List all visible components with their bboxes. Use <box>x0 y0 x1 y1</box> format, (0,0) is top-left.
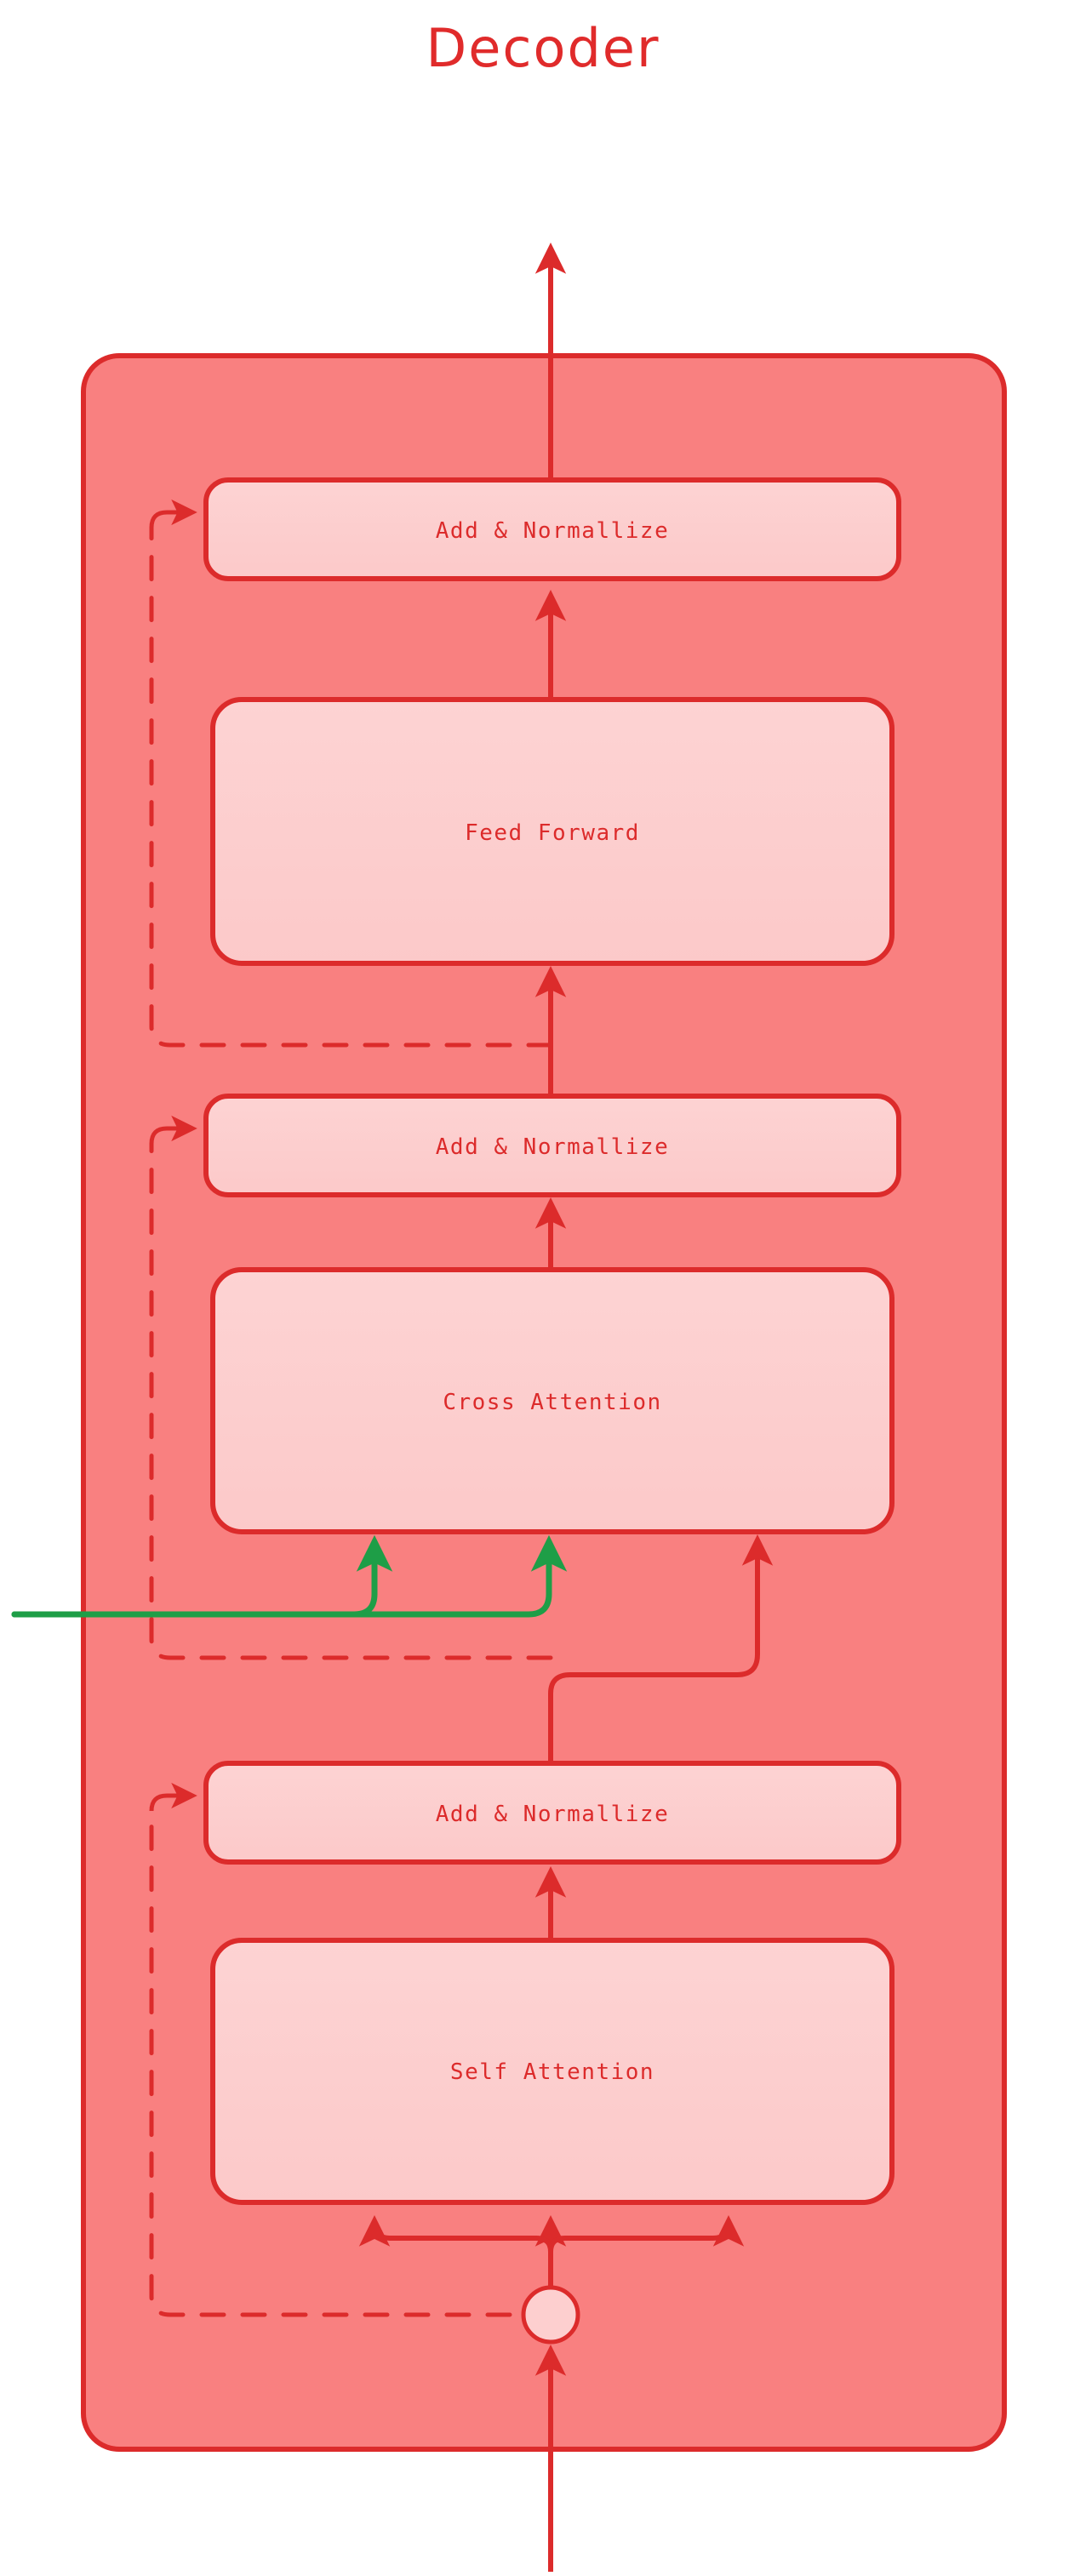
residual-self-attention <box>149 1782 553 2317</box>
add-norm-middle-block[interactable]: Add & Normallize <box>203 1094 901 1197</box>
self-attention-qkv-arrows <box>358 2215 745 2289</box>
cross-attention-block[interactable]: Cross Attention <box>210 1267 895 1534</box>
page-title: Decoder <box>426 17 660 79</box>
encoder-output-arrows <box>11 1534 568 1618</box>
feed-forward-label: Feed Forward <box>465 820 640 846</box>
add-norm-top-block[interactable]: Add & Normallize <box>203 477 901 581</box>
positional-encoding-node[interactable] <box>521 2285 580 2345</box>
cross-attention-query-arrow <box>548 1534 774 1763</box>
positional-encoding-circle[interactable] <box>521 2285 580 2345</box>
add-norm-middle-label: Add & Normallize <box>436 1134 669 1160</box>
feed-forward-block[interactable]: Feed Forward <box>210 697 895 966</box>
encoder-value-arrow <box>11 1534 568 1618</box>
add-norm-bottom-label: Add & Normallize <box>436 1802 669 1827</box>
cross-attention-label: Cross Attention <box>443 1390 661 1415</box>
self-attention-label: Self Attention <box>450 2059 654 2085</box>
add-norm-bottom-block[interactable]: Add & Normallize <box>203 1761 901 1865</box>
add-norm-top-label: Add & Normallize <box>436 518 669 544</box>
residual-cross-attention <box>149 1115 553 1660</box>
self-attention-block[interactable]: Self Attention <box>210 1938 895 2205</box>
residual-feed-forward <box>149 499 553 1048</box>
